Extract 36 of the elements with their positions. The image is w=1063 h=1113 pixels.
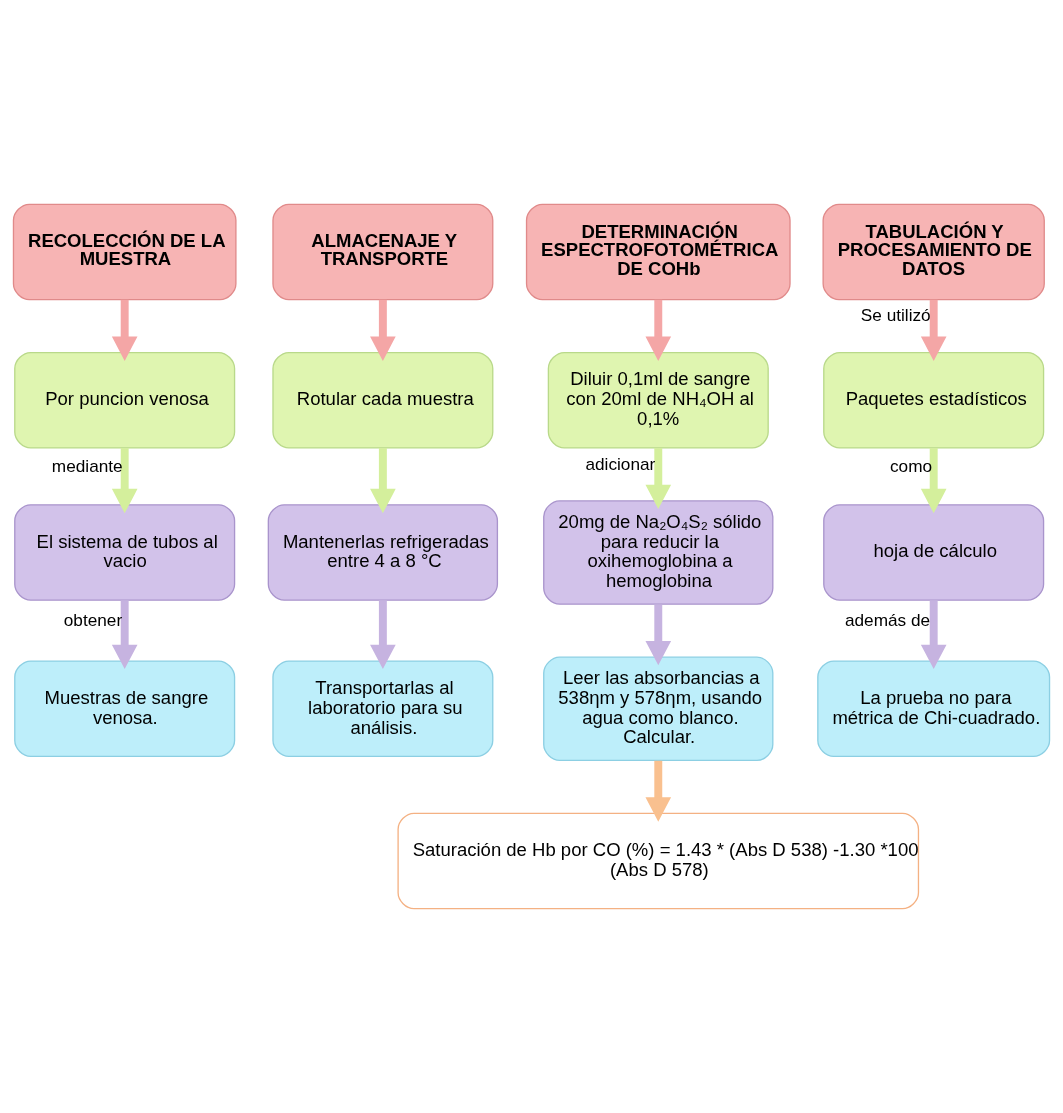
- node-box: El sistema de tubos al vacio: [14, 504, 236, 601]
- arrow: [645, 760, 672, 822]
- arrow: [920, 600, 947, 670]
- arrow: [920, 448, 947, 514]
- node-box: Leer las absorbancias a 538ηm y 578ηm, usando agua como blanco. Calcular.: [543, 656, 774, 762]
- arrow: [111, 299, 138, 361]
- arrow: [920, 299, 947, 361]
- edge-label: mediante: [51, 455, 123, 476]
- edge-label: Se utilizó: [860, 305, 931, 326]
- arrow: [645, 604, 672, 666]
- node-box: ALMACENAJE Y TRANSPORTE: [272, 203, 494, 301]
- node-box: Muestras de sangre venosa.: [14, 660, 236, 758]
- edge-label: adicionar: [585, 453, 656, 474]
- arrow: [370, 448, 396, 514]
- node-box: Diluir 0,1ml de sangre con 20ml de NH₄OH al 0,1%: [547, 351, 769, 449]
- arrow: [645, 299, 672, 361]
- edge-label: obtener: [63, 609, 123, 630]
- node-box: Mantenerlas refrigeradas entre 4 a 8 °C: [267, 504, 499, 601]
- node-box: TABULACIÓN Y PROCESAMIENTO DE DATOS: [822, 203, 1045, 301]
- arrow: [370, 600, 396, 670]
- node-box: Por puncion venosa: [14, 351, 236, 449]
- arrow: [645, 448, 672, 510]
- node-box: Transportarlas al laboratorio para su análisis.: [272, 660, 494, 758]
- node-box: 20mg de Na₂O₄S₂ sólido para reducir la oxihemoglobina a hemoglobina: [543, 500, 774, 605]
- node-box: La prueba no para métrica de Chi-cuadrado.: [817, 660, 1051, 758]
- node-box: Rotular cada muestra: [272, 351, 494, 449]
- arrow: [111, 600, 138, 670]
- edge-label: como: [889, 455, 933, 476]
- edge-label: además de: [844, 609, 931, 630]
- node-box: Paquetes estadísticos: [823, 351, 1045, 449]
- node-box: RECOLECCIÓN DE LA MUESTRA: [12, 203, 237, 301]
- arrow: [370, 299, 396, 361]
- node-box: hoja de cálculo: [823, 504, 1045, 601]
- node-box: Saturación de Hb por CO (%) = 1.43 * (Abs D 538) -1.30 *100 (Abs D 578): [397, 812, 920, 910]
- arrow: [111, 448, 138, 514]
- node-box: DETERMINACIÓN ESPECTROFOTOMÉTRICA DE COHb: [525, 203, 791, 301]
